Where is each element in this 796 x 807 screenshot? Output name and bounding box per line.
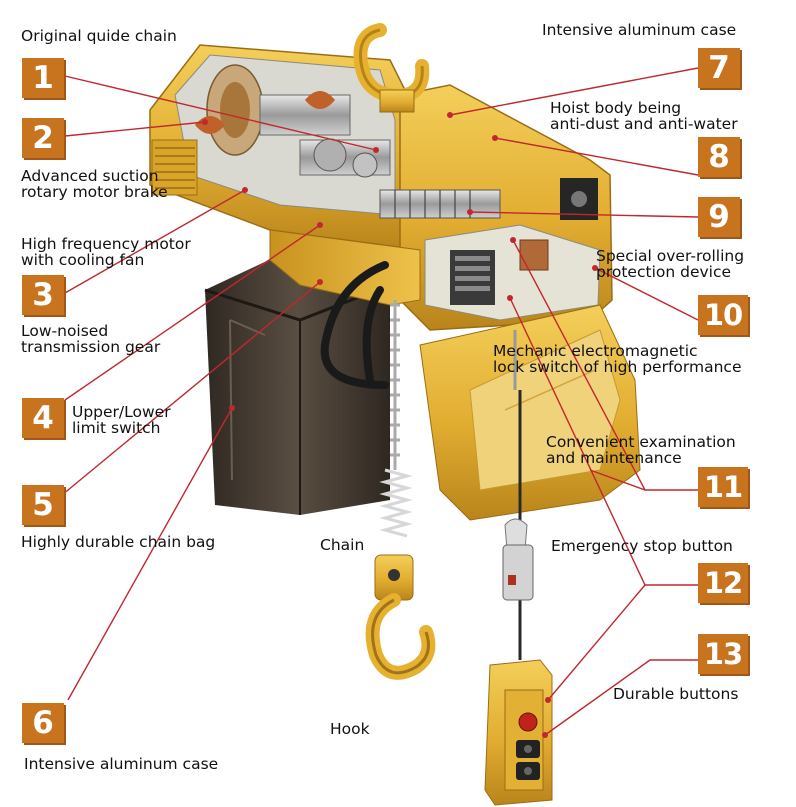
pendant-cable — [502, 330, 534, 660]
spring — [379, 468, 413, 538]
label-intensive-aluminum-case-top: Intensive aluminum case — [542, 21, 737, 39]
label-hook: Hook — [330, 720, 370, 738]
label-examination-maintenance: Convenient examination and maintenance — [546, 433, 736, 467]
label-emergency-stop-button: Emergency stop button — [551, 537, 733, 555]
hoist-body — [149, 44, 613, 331]
label-upper-lower-limit-switch: Upper/Lower limit switch — [72, 403, 171, 437]
control-lid — [419, 304, 641, 521]
label-advanced-suction-brake: Advanced suction rotary motor brake — [21, 167, 168, 201]
badge-12: 12 — [698, 563, 748, 603]
label-low-noised-gear: Low-noised transmission gear — [21, 322, 161, 356]
badge-4: 4 — [22, 398, 64, 438]
leader-lines — [61, 67, 699, 736]
load-chain — [390, 300, 400, 470]
badge-9: 9 — [698, 197, 740, 237]
pendant-box — [484, 659, 553, 806]
badge-10: 10 — [698, 295, 748, 335]
top-hook — [353, 23, 430, 113]
badge-8: 8 — [698, 137, 740, 177]
badge-11: 11 — [698, 467, 748, 507]
leader-dots — [202, 112, 598, 738]
label-high-frequency-motor: High frequency motor with cooling fan — [21, 235, 191, 269]
bottom-hook-block — [365, 554, 436, 680]
badge-13: 13 — [698, 634, 748, 674]
cables — [320, 261, 389, 389]
label-electromagnetic-lock-switch: Mechanic electromagnetic lock switch of … — [493, 342, 742, 376]
label-hoist-body-anti-dust: Hoist body being anti-dust and anti-wate… — [550, 99, 738, 133]
badge-7: 7 — [698, 48, 740, 88]
badge-3: 3 — [22, 275, 64, 315]
label-intensive-aluminum-case-bottom: Intensive aluminum case — [24, 755, 219, 773]
badge-1: 1 — [22, 58, 64, 98]
label-over-rolling-protection: Special over-rolling protection device — [596, 247, 745, 281]
badge-2: 2 — [22, 118, 64, 158]
badge-5: 5 — [22, 485, 64, 525]
label-original-guide-chain: Original quide chain — [21, 27, 177, 45]
badge-6: 6 — [22, 703, 64, 743]
label-durable-buttons: Durable buttons — [613, 685, 739, 703]
label-durable-chain-bag: Highly durable chain bag — [21, 533, 216, 551]
label-chain: Chain — [320, 536, 365, 554]
